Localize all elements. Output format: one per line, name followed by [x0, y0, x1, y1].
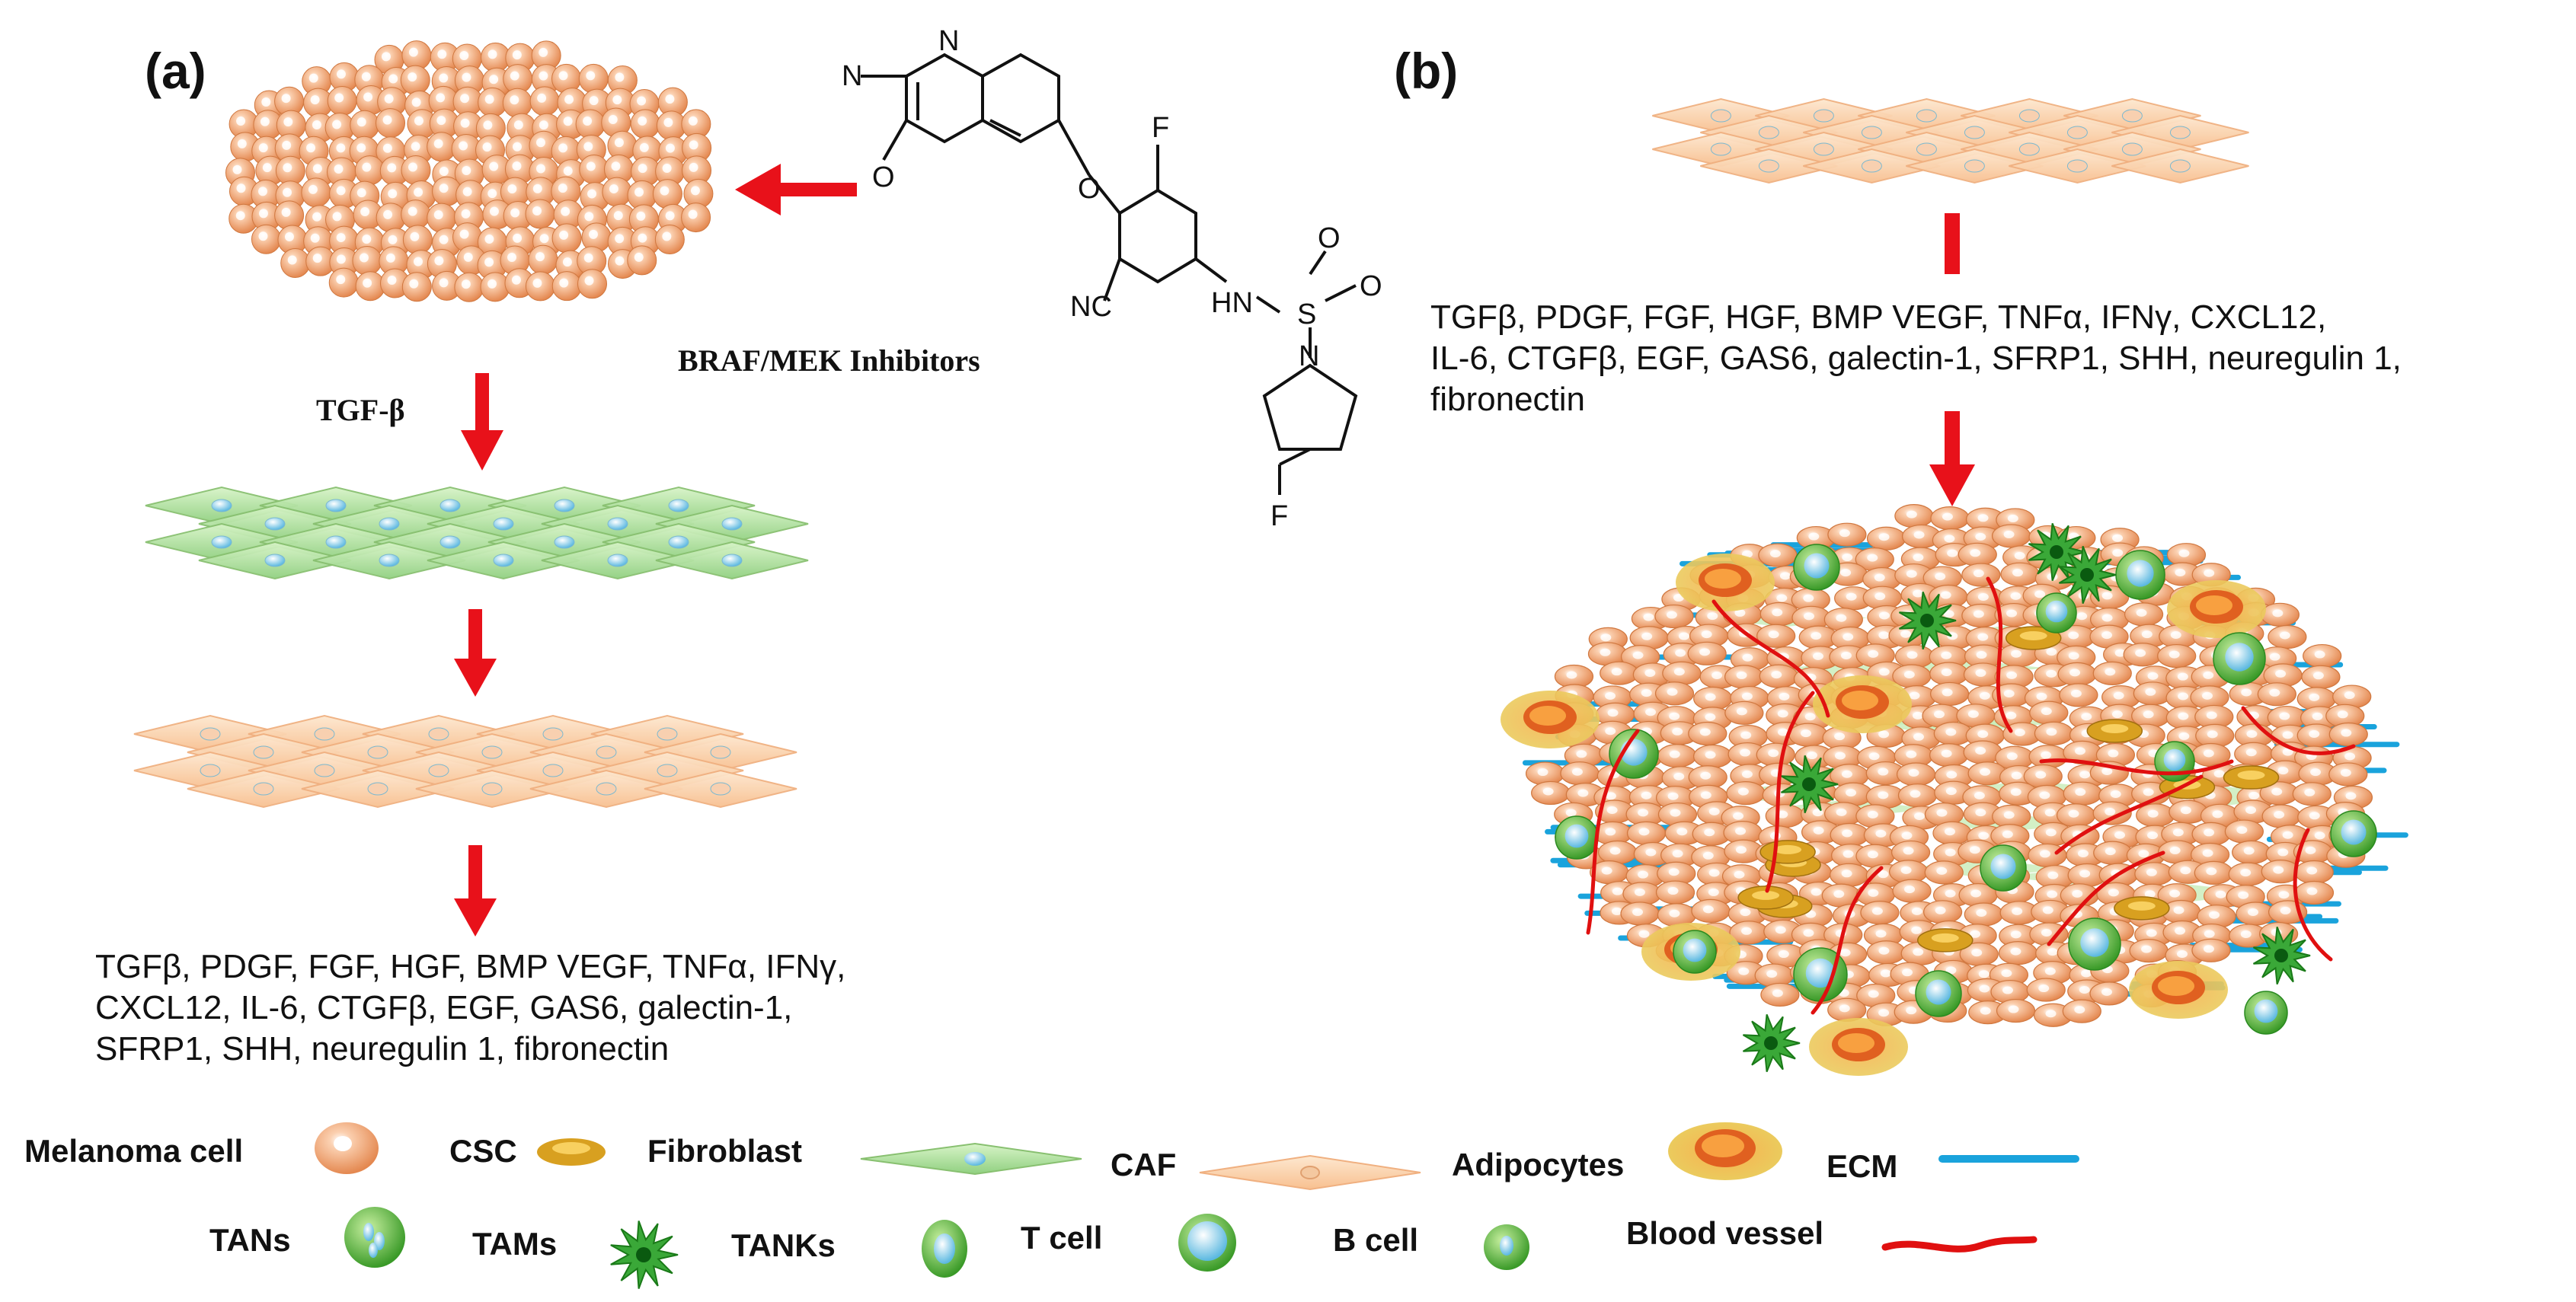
arrow-b1	[1945, 213, 1960, 274]
legend-tans-label: TANs	[209, 1222, 291, 1258]
tams-icon	[610, 1221, 679, 1289]
tans-icon	[344, 1207, 405, 1268]
atom-f1: F	[1152, 112, 1169, 144]
cytokine-line: CXCL12, IL-6, CTGFβ, EGF, GAS6, galectin…	[95, 989, 793, 1026]
atom-n2: N	[842, 60, 862, 92]
inhibitor-arrow	[735, 164, 857, 215]
legend-melanoma-label: Melanoma cell	[24, 1133, 244, 1169]
legend-tams-label: TAMs	[472, 1226, 558, 1262]
legend-caf-label: CAF	[1111, 1147, 1177, 1182]
atom-f2: F	[1270, 500, 1288, 532]
arrow-b2	[1929, 411, 1975, 506]
arrow-a1	[461, 373, 503, 471]
legend-tanks-label: TANKs	[731, 1227, 836, 1263]
atom-n3: N	[1299, 340, 1319, 372]
cytokine-line: fibronectin	[1430, 381, 1586, 418]
legend-blood-vessel-label: Blood vessel	[1626, 1215, 1824, 1251]
fibroblast-sheet	[145, 486, 809, 580]
cytokine-line: TGFβ, PDGF, FGF, HGF, BMP VEGF, TNFα, IF…	[95, 948, 846, 985]
cytokine-line: TGFβ, PDGF, FGF, HGF, BMP VEGF, TNFα, IF…	[1430, 298, 2327, 336]
b-cell-icon	[1484, 1224, 1529, 1270]
legend-t-cell-label: T cell	[1021, 1220, 1103, 1256]
melanoma-cell-icon	[315, 1122, 379, 1174]
fibroblast-icon	[860, 1142, 1082, 1176]
panel-b-label: (b)	[1394, 43, 1459, 99]
csc-icon	[537, 1138, 606, 1166]
t-cell-icon	[1178, 1214, 1236, 1272]
cytokine-line: IL-6, CTGFβ, EGF, GAS6, galectin-1, SFRP…	[1430, 340, 2402, 377]
tumor-microenvironment	[1501, 503, 2408, 1076]
atom-o4: O	[1360, 270, 1382, 302]
legend-csc-label: CSC	[449, 1133, 517, 1169]
cytokine-list-b: TGFβ, PDGF, FGF, HGF, BMP VEGF, TNFα, IF…	[1430, 297, 2402, 420]
caf-icon	[1199, 1154, 1421, 1191]
legend-ecm-label: ECM	[1827, 1148, 1898, 1184]
atom-hn: HN	[1211, 287, 1253, 319]
legend-icons	[315, 1122, 2079, 1289]
ecm-icon	[1938, 1155, 2079, 1163]
arrow-a3	[454, 845, 497, 937]
inhibitor-molecule	[861, 53, 1358, 495]
atom-cn: NC	[1070, 291, 1112, 323]
blood-vessel-icon	[1881, 1236, 2037, 1253]
arrow-a2	[454, 609, 497, 697]
legend-b-cell-label: B cell	[1333, 1222, 1419, 1258]
inhibitor-caption: BRAF/MEK Inhibitors	[678, 343, 980, 378]
molecule-atoms: N N O F O NC HN S O O N F	[842, 25, 1382, 532]
atom-o2: O	[1078, 173, 1101, 205]
atom-o1: O	[872, 161, 895, 193]
cytokine-list-a: TGFβ, PDGF, FGF, HGF, BMP VEGF, TNFα, IF…	[95, 946, 845, 1070]
caf-sheet-a	[133, 714, 797, 809]
tanks-icon	[922, 1220, 967, 1278]
atom-o3: O	[1318, 222, 1341, 254]
atom-n1: N	[938, 25, 959, 57]
caf-sheet-b	[1652, 97, 2249, 184]
cytokine-line: SFRP1, SHH, neuregulin 1, fibronectin	[95, 1030, 670, 1067]
panel-a-label: (a)	[145, 43, 206, 99]
melanoma-cluster	[225, 40, 714, 302]
tgf-beta-label: TGF-β	[316, 393, 405, 427]
legend-adipocytes-label: Adipocytes	[1452, 1147, 1625, 1182]
atom-s: S	[1297, 298, 1316, 330]
legend-fibroblast-label: Fibroblast	[647, 1133, 803, 1169]
adipocyte-icon	[1668, 1122, 1782, 1180]
